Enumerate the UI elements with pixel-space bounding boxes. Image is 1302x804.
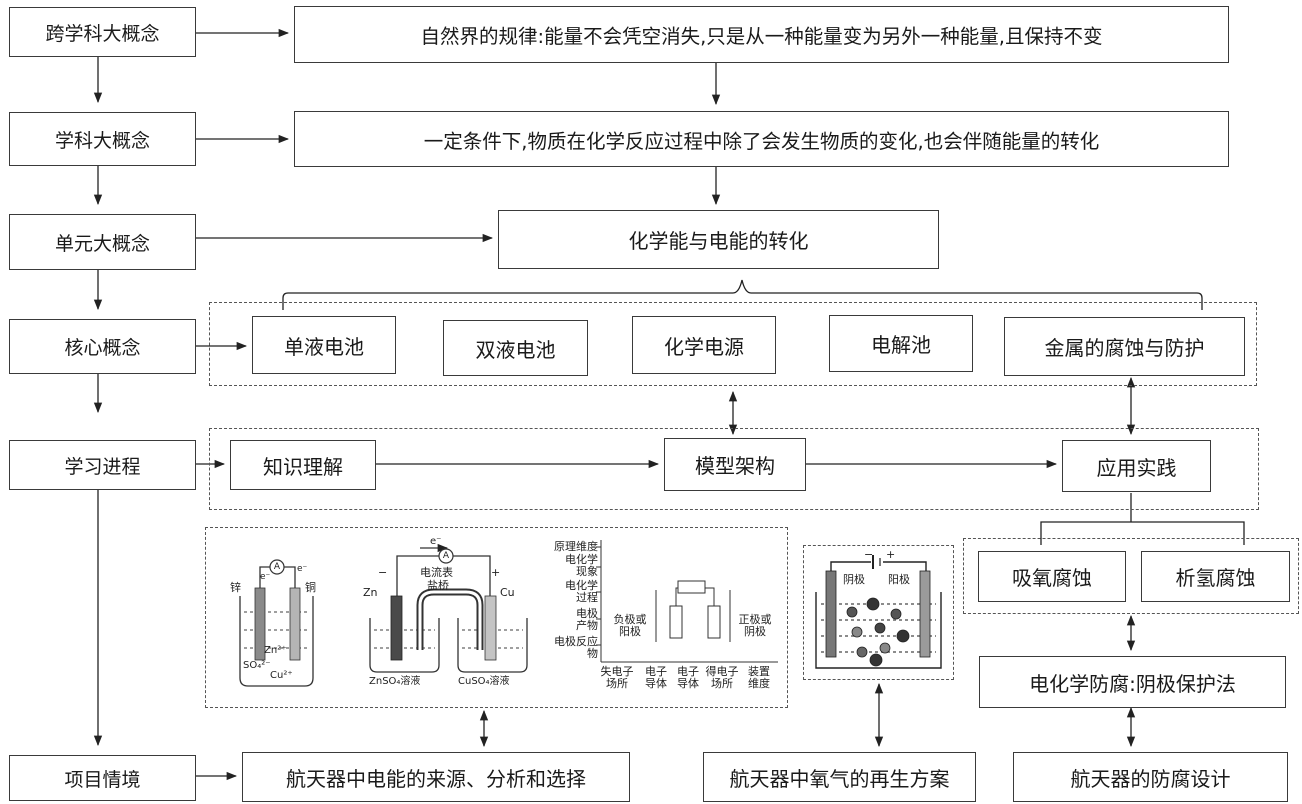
project-energy-source: 航天器中电能的来源、分析和选择	[242, 752, 630, 802]
double-cell-plus-label: +	[491, 566, 501, 579]
model-right-electrode-label: 正极或阴极	[738, 613, 772, 638]
ammeter-icon	[269, 559, 285, 575]
progress-application-practice: 应用实践	[1062, 440, 1211, 492]
electrolysis-minus-label: −	[864, 548, 874, 561]
project-oxygen-regeneration: 航天器中氧气的再生方案	[703, 752, 976, 802]
progress-group	[209, 428, 1259, 510]
corrosion-group	[963, 538, 1299, 614]
progress-model-construction: 模型架构	[664, 438, 806, 491]
electrolysis-figure-group	[803, 545, 954, 680]
electrolysis-plus-label: +	[886, 548, 896, 561]
cathodic-protection-box: 电化学防腐:阴极保护法	[979, 656, 1286, 708]
model-bottom-label-gain-electron: 得电子场所	[705, 665, 739, 690]
core-concept-chemical-power-source: 化学电源	[632, 316, 776, 374]
single-cell-copper-ion-label: Cu²⁺	[270, 670, 293, 681]
oxygen-absorption-corrosion: 吸氧腐蚀	[978, 551, 1126, 602]
double-cell-minus-label: −	[378, 566, 388, 579]
double-cell-ammeter-label: 电流表	[420, 566, 453, 579]
model-bottom-label-lose-electron: 失电子场所	[600, 665, 634, 690]
model-bottom-label-conductor-1: 电子导体	[645, 665, 667, 690]
double-cell-left-solution-label: ZnSO₄溶液	[369, 676, 421, 687]
model-bottom-label-conductor-2: 电子导体	[677, 665, 699, 690]
ammeter-icon	[438, 548, 454, 564]
single-cell-meter-label: A	[273, 562, 281, 572]
core-concept-group	[209, 302, 1257, 386]
unit-concept-box: 单元大概念	[9, 214, 196, 270]
unit-statement: 化学能与电能的转化	[498, 210, 939, 269]
model-row-label-phenomenon: 电化学现象	[565, 553, 598, 578]
single-cell-zinc-ion-label: Zn²⁺	[264, 645, 287, 656]
single-cell-sulfate-label: SO₄²⁻	[243, 660, 271, 671]
learning-progress-box: 学习进程	[9, 440, 196, 490]
project-anticorrosion-design: 航天器的防腐设计	[1013, 752, 1288, 802]
model-row-label-principle: 原理维度	[554, 540, 598, 553]
figure-group	[205, 527, 788, 708]
core-concept-electrolytic-cell: 电解池	[829, 315, 973, 372]
single-cell-zinc-label: 锌	[230, 581, 241, 594]
progress-knowledge-understanding: 知识理解	[230, 440, 376, 490]
double-cell-salt-bridge-label: 盐桥	[427, 579, 449, 592]
double-cell-right-solution-label: CuSO₄溶液	[458, 676, 510, 687]
single-cell-electron-left: e⁻	[260, 572, 271, 582]
model-row-label-reactant: 电极反应物	[554, 635, 598, 660]
core-concept-double-cell: 双液电池	[443, 320, 588, 376]
model-row-label-process: 电化学过程	[565, 579, 598, 604]
discipline-statement: 一定条件下,物质在化学反应过程中除了会发生物质的变化,也会伴随能量的转化	[294, 111, 1229, 167]
double-cell-cu-label: Cu	[500, 586, 515, 599]
core-concept-metal-corrosion-protection: 金属的腐蚀与防护	[1004, 317, 1245, 376]
electrolysis-anode-label: 阳极	[888, 573, 910, 586]
double-cell-zn-label: Zn	[363, 586, 378, 599]
hydrogen-evolution-corrosion: 析氢腐蚀	[1141, 551, 1290, 602]
electrolysis-cathode-label: 阴极	[843, 573, 865, 586]
core-concept-single-cell: 单液电池	[252, 316, 396, 374]
core-concept-box: 核心概念	[9, 319, 196, 374]
discipline-concept-box: 学科大概念	[9, 112, 196, 166]
double-cell-meter-label: A	[442, 551, 450, 561]
model-left-electrode-label: 负极或阳极	[613, 613, 647, 638]
single-cell-copper-label: 铜	[305, 581, 316, 594]
model-row-label-product: 电极产物	[576, 607, 598, 632]
project-context-box: 项目情境	[9, 755, 196, 801]
model-bottom-label-device: 装置维度	[748, 665, 770, 690]
cross-disciplinary-statement: 自然界的规律:能量不会凭空消失,只是从一种能量变为另外一种能量,且保持不变	[294, 6, 1229, 63]
cross-disciplinary-concept-box: 跨学科大概念	[9, 7, 196, 57]
double-cell-electron-label: e⁻	[430, 536, 442, 547]
single-cell-electron-right: e⁻	[297, 564, 308, 574]
